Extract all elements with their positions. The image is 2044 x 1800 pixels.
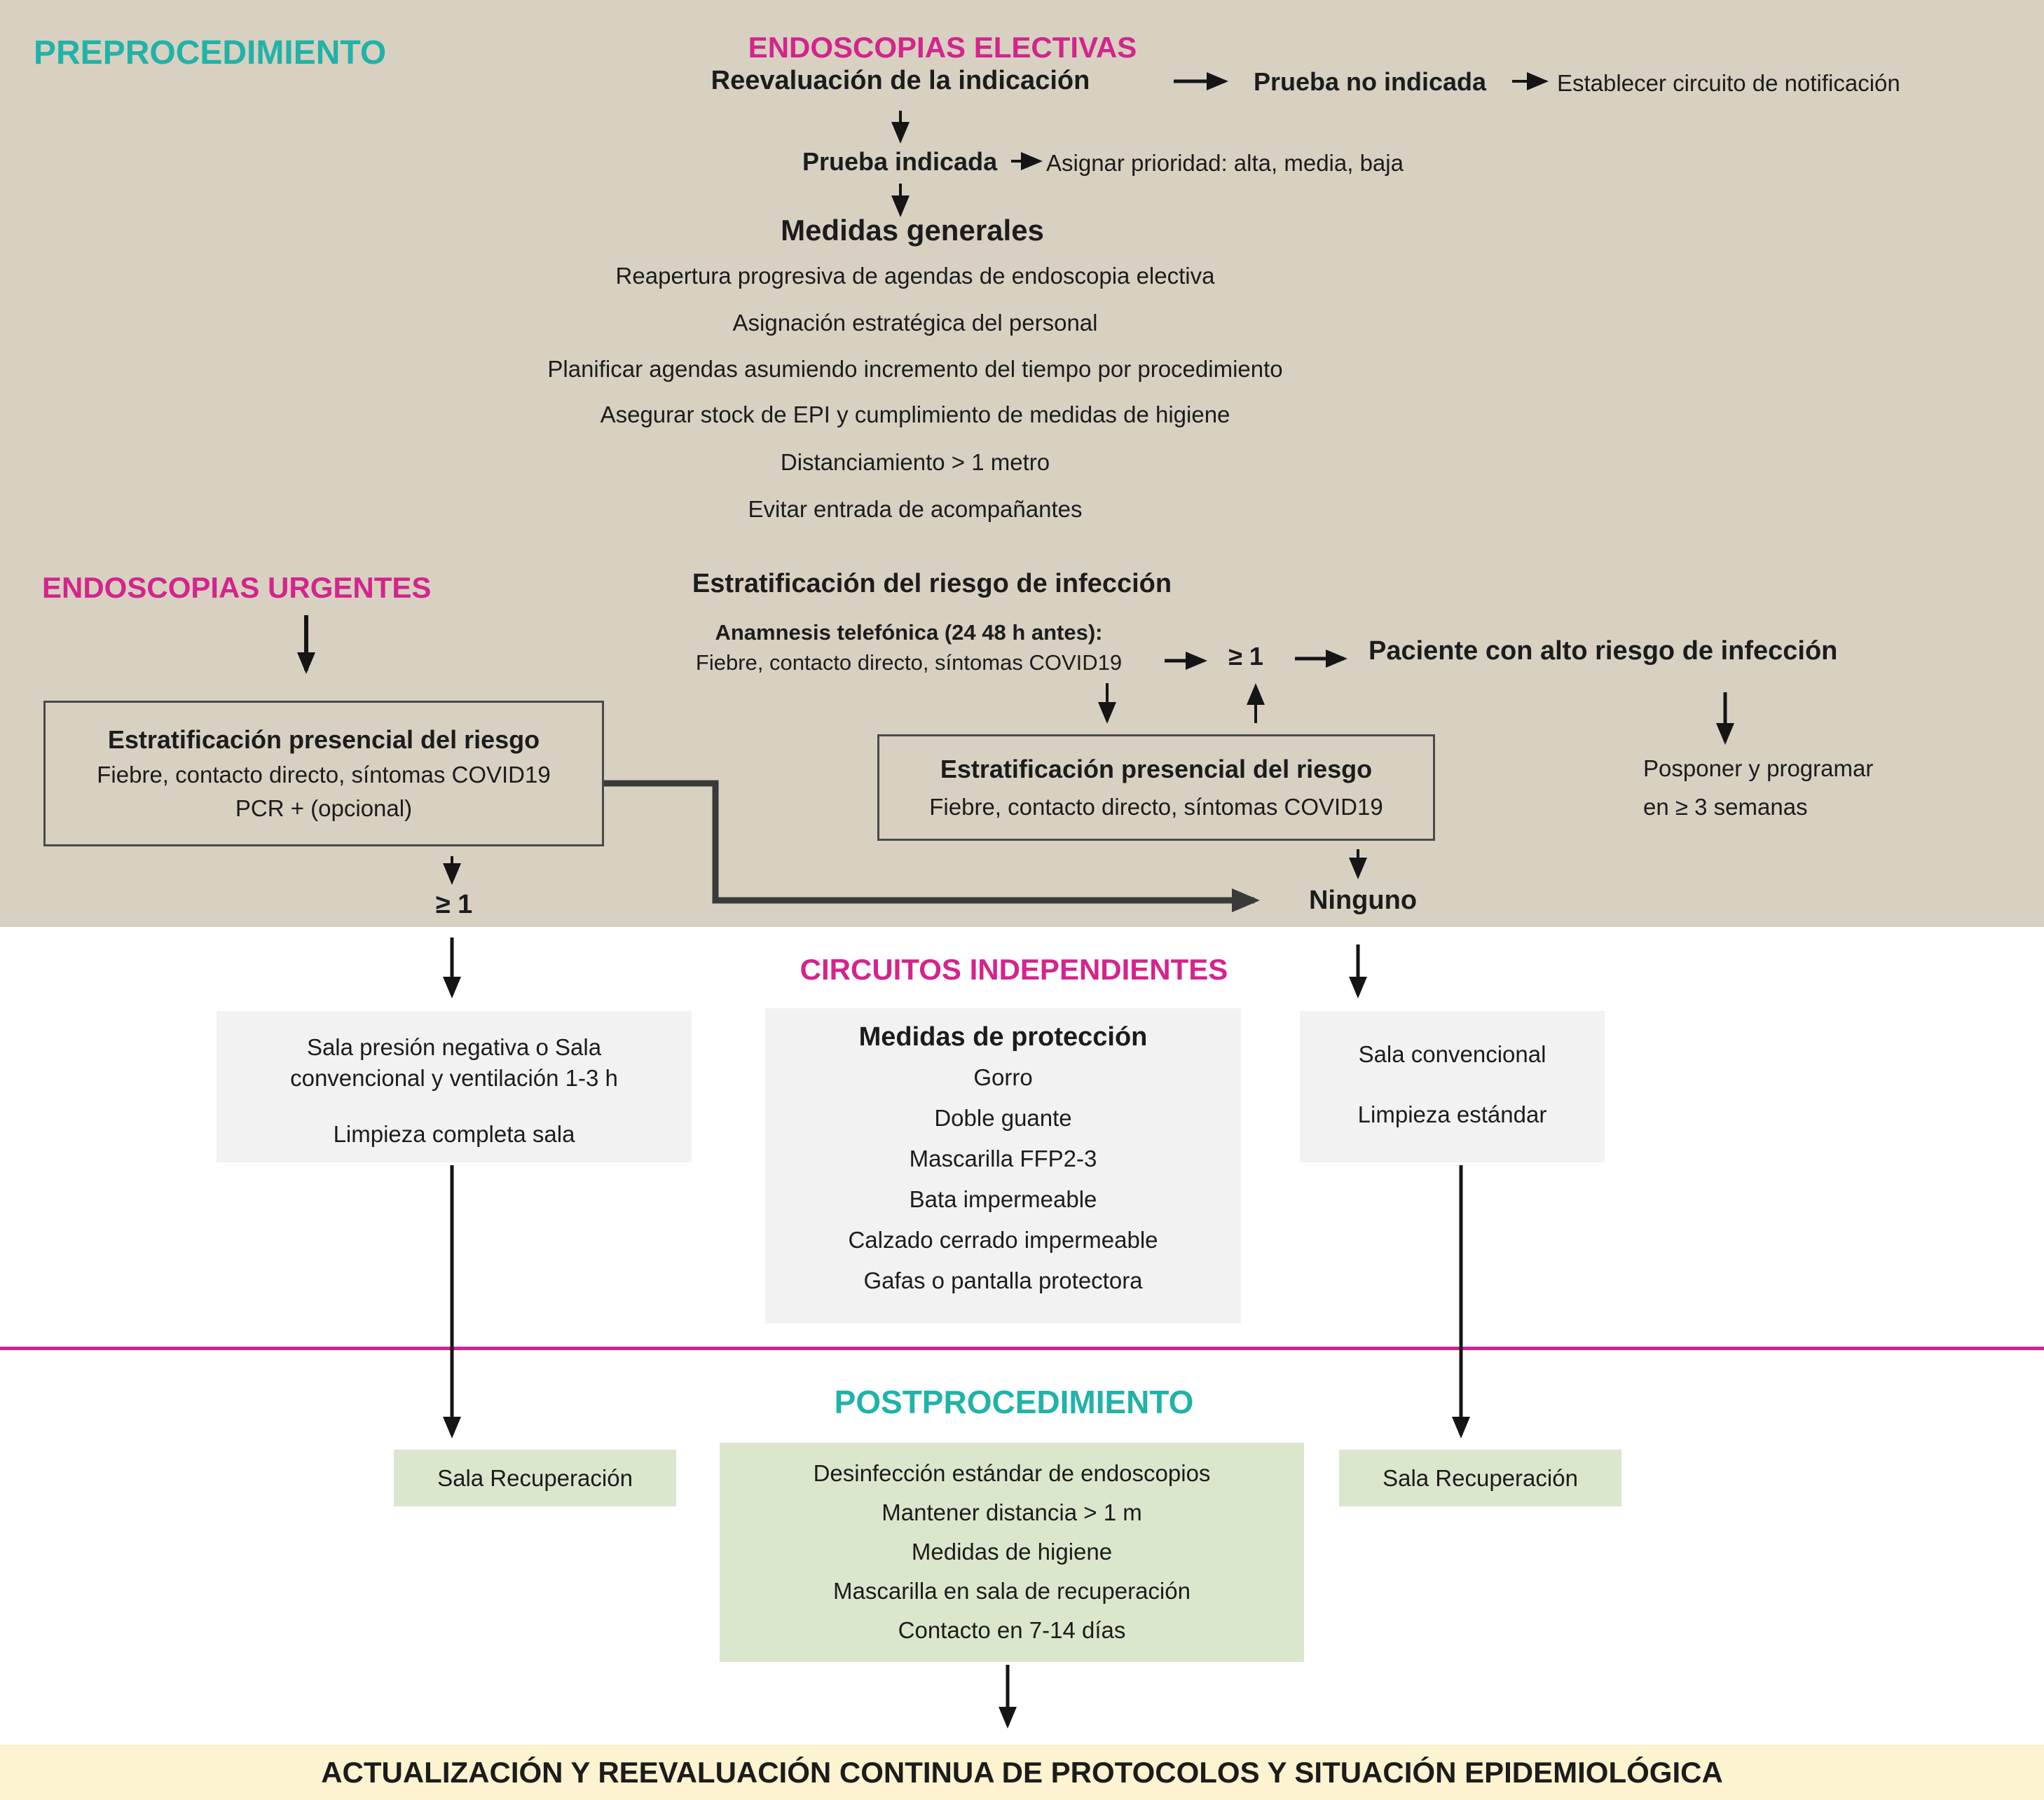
- anamnesis-symptoms: Fiebre, contacto directo, síntomas COVID…: [695, 650, 1123, 675]
- box-title: Estratificación presencial del riesgo: [107, 725, 540, 754]
- sala-presion-negativa-panel: Sala presión negativa o Sala convenciona…: [217, 1011, 692, 1162]
- medidas-proteccion-panel: Medidas de protección Gorro Doble guante…: [765, 1008, 1241, 1324]
- panel-line: convencional y ventilación 1-3 h: [290, 1065, 618, 1091]
- medida-item: Asignación estratégica del personal: [732, 310, 1098, 336]
- sala-recuperacion-right: Sala Recuperación: [1339, 1450, 1621, 1506]
- proteccion-title: Medidas de protección: [858, 1022, 1148, 1052]
- medidas-generales-title: Medidas generales: [781, 214, 1044, 247]
- post-item: Mantener distancia > 1 m: [882, 1499, 1142, 1525]
- post-item: Mascarilla en sala de recuperación: [833, 1578, 1191, 1604]
- panel-line: Sala Recuperación: [1383, 1464, 1578, 1491]
- postprocedimiento-title: POSTPROCEDIMIENTO: [834, 1384, 1194, 1420]
- ge1-result-label: ≥ 1: [435, 890, 473, 919]
- post-item: Medidas de higiene: [911, 1539, 1113, 1565]
- panel-line: Limpieza completa sala: [333, 1121, 575, 1147]
- box-pcr: PCR + (opcional): [235, 795, 413, 821]
- estratificacion-riesgo-title: Estratificación del riesgo de infección: [692, 569, 1172, 598]
- ninguno-result-label: Ninguno: [1308, 886, 1418, 915]
- box-symptoms: Fiebre, contacto directo, síntomas COVID…: [929, 794, 1383, 820]
- sala-convencional-panel: Sala convencional Limpieza estándar: [1300, 1011, 1605, 1162]
- medida-item: Planificar agendas asumiendo incremento …: [547, 356, 1283, 382]
- box-title: Estratificación presencial del riesgo: [940, 755, 1373, 783]
- box-symptoms: Fiebre, contacto directo, síntomas COVID…: [97, 762, 551, 788]
- proteccion-item: Gafas o pantalla protectora: [863, 1267, 1143, 1293]
- endoscopias-electivas-title: ENDOSCOPIAS ELECTIVAS: [748, 31, 1137, 64]
- asignar-prioridad-label: Asignar prioridad: alta, media, baja: [1046, 150, 1404, 176]
- footer-band: ACTUALIZACIÓN Y REEVALUACIÓN CONTINUA DE…: [0, 1745, 2044, 1800]
- panel-line: Sala Recuperación: [437, 1464, 633, 1491]
- anamnesis-title: Anamnesis telefónica (24 48 h antes):: [715, 620, 1103, 645]
- footer-text: ACTUALIZACIÓN Y REEVALUACIÓN CONTINUA DE…: [321, 1755, 1723, 1789]
- ge1-top-label: ≥ 1: [1228, 642, 1263, 671]
- medida-item: Distanciamiento > 1 metro: [780, 449, 1050, 475]
- circuitos-independientes-title: CIRCUITOS INDEPENDIENTES: [800, 953, 1228, 986]
- medida-item: Evitar entrada de acompañantes: [748, 496, 1083, 522]
- post-item: Desinfección estándar de endoscopios: [813, 1460, 1211, 1486]
- medida-item: Asegurar stock de EPI y cumplimiento de …: [600, 401, 1230, 427]
- prueba-indicada-label: Prueba indicada: [802, 147, 998, 176]
- proteccion-item: Doble guante: [934, 1105, 1072, 1131]
- posponer-line1: Posponer y programar: [1643, 755, 1874, 781]
- alto-riesgo-label: Paciente con alto riesgo de infección: [1369, 636, 1838, 666]
- panel-line: Sala convencional: [1358, 1041, 1546, 1067]
- establecer-circuito-label: Establecer circuito de notificación: [1557, 70, 1900, 96]
- estratificacion-presencial-urgente-box: Estratificación presencial del riesgo Fi…: [43, 701, 604, 846]
- posponer-line2: en ≥ 3 semanas: [1643, 794, 1808, 820]
- panel-line: Sala presión negativa o Sala: [306, 1034, 602, 1060]
- preprocedimiento-label: PREPROCEDIMIENTO: [34, 34, 387, 71]
- panel-line: Limpieza estándar: [1357, 1101, 1547, 1127]
- sala-recuperacion-left: Sala Recuperación: [394, 1450, 676, 1506]
- estratificacion-presencial-electiva-box: Estratificación presencial del riesgo Fi…: [877, 734, 1435, 841]
- endoscopias-urgentes-title: ENDOSCOPIAS URGENTES: [42, 571, 432, 604]
- prueba-no-indicada-label: Prueba no indicada: [1254, 67, 1487, 96]
- post-item: Contacto en 7-14 días: [898, 1617, 1126, 1643]
- medida-item: Reapertura progresiva de agendas de endo…: [615, 263, 1215, 289]
- reevaluacion-heading: Reevaluación de la indicación: [711, 66, 1090, 95]
- proteccion-item: Bata impermeable: [909, 1186, 1097, 1212]
- postprocedimiento-centro-panel: Desinfección estándar de endoscopios Man…: [720, 1443, 1304, 1662]
- section-divider-line: [0, 1347, 2044, 1350]
- proteccion-item: Mascarilla FFP2-3: [909, 1146, 1097, 1172]
- proteccion-item: Gorro: [973, 1064, 1033, 1090]
- proteccion-item: Calzado cerrado impermeable: [848, 1227, 1158, 1253]
